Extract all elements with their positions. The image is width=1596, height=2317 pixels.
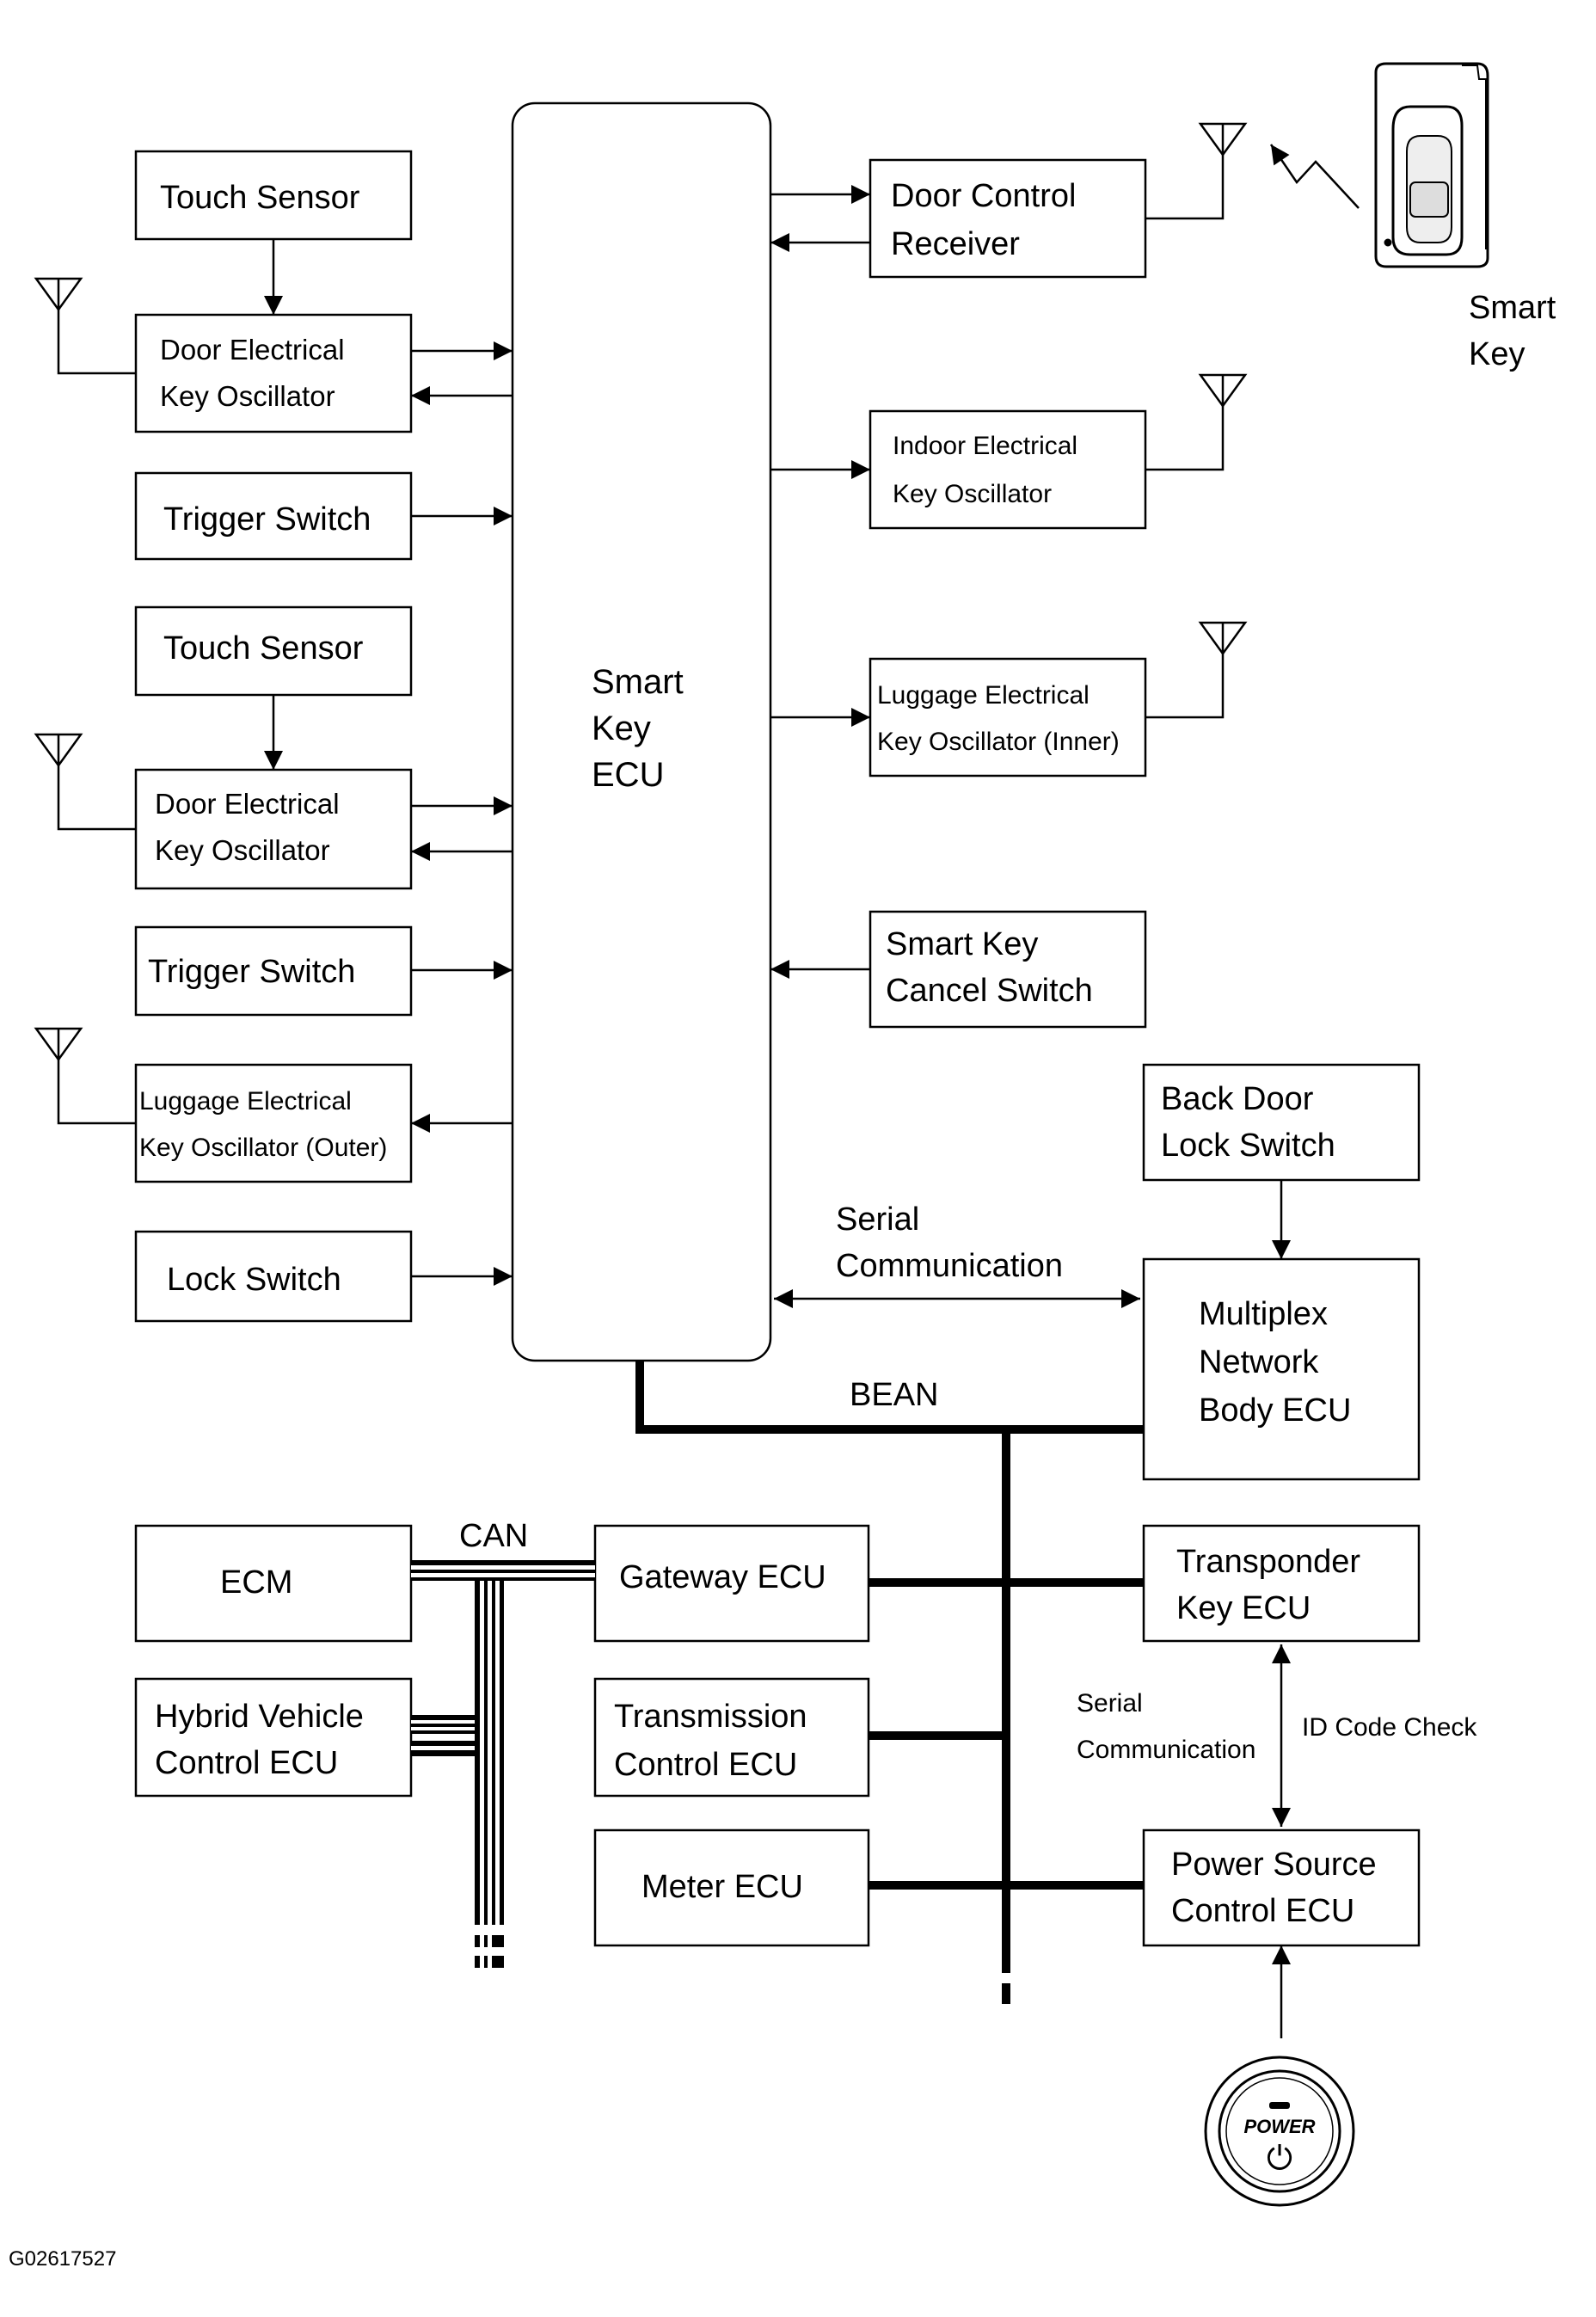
can-bus <box>411 1560 595 1968</box>
ecm-label: ECM <box>220 1564 292 1601</box>
touch-sensor-1-label: Touch Sensor <box>160 180 360 216</box>
multiplex-body-ecu-label-line3: Body ECU <box>1199 1392 1351 1429</box>
lock-switch-label: Lock Switch <box>167 1262 341 1298</box>
power-source-ecu-label-line2: Control ECU <box>1171 1893 1354 1929</box>
transmission-ecu-label-line1: Transmission <box>614 1699 807 1735</box>
serial-communication-upper-line2: Communication <box>836 1248 1063 1284</box>
door-control-receiver-label-line1: Door Control <box>891 178 1076 214</box>
ecm-box <box>134 1524 413 1643</box>
smart-key-ecu-label-line3: ECU <box>592 756 664 794</box>
gateway-ecu-label: Gateway ECU <box>619 1559 826 1595</box>
door-control-receiver-label-line2: Receiver <box>891 226 1020 262</box>
bean-label: BEAN <box>850 1377 938 1413</box>
multiplex-body-ecu-label-line1: Multiplex <box>1199 1296 1328 1332</box>
luggage-oscillator-inner-box <box>869 657 1147 777</box>
hybrid-vehicle-ecu-box <box>134 1677 413 1798</box>
power-source-ecu-label-line1: Power Source <box>1171 1847 1377 1883</box>
luggage-oscillator-outer-label-line1: Luggage Electrical <box>139 1087 352 1115</box>
power-button-label: POWER <box>1243 2116 1315 2137</box>
antenna-icon <box>1198 373 1248 409</box>
cancel-switch-label-line1: Smart Key <box>886 926 1038 962</box>
antenna-line-door1 <box>57 308 136 375</box>
serial-communication-upper-line1: Serial <box>836 1202 919 1238</box>
can-label: CAN <box>459 1518 528 1554</box>
hybrid-vehicle-ecu-label-line1: Hybrid Vehicle <box>155 1699 364 1735</box>
block-labels: Touch Sensor Door Electrical Key Oscilla… <box>139 178 1377 1929</box>
power-symbol-icon: ⏻ <box>1267 2141 1292 2177</box>
antenna-line-door2 <box>57 764 136 831</box>
back-door-lock-switch-label-line2: Lock Switch <box>1161 1128 1335 1164</box>
smart-key-ecu-label-line1: Smart <box>592 663 684 701</box>
bean-bus-ecu-to-multiplex <box>635 1361 1144 1434</box>
indoor-oscillator-label-line2: Key Oscillator <box>893 480 1052 508</box>
connection-labels: Smart Key Serial Communication BEAN CAN … <box>9 290 1556 2271</box>
transmission-ecu-label-line2: Control ECU <box>614 1747 797 1783</box>
transponder-key-ecu-label-line2: Key ECU <box>1176 1590 1311 1626</box>
door-oscillator-2-label-line1: Door Electrical <box>155 788 340 820</box>
antenna-line-indoor <box>1145 404 1225 471</box>
trigger-switch-1-label: Trigger Switch <box>163 501 371 538</box>
antenna-line-luggage-outer <box>57 1058 136 1125</box>
antenna-icon <box>34 277 83 312</box>
figure-id-label: G02617527 <box>9 2247 116 2271</box>
door-oscillator-1-label-line2: Key Oscillator <box>160 380 335 412</box>
smart-key-label-line1: Smart <box>1469 290 1556 326</box>
power-button-icon: POWER ⏻ <box>1204 2056 1355 2207</box>
serial-communication-lower-line1: Serial <box>1077 1689 1143 1718</box>
luggage-oscillator-outer-box <box>134 1063 413 1183</box>
door-oscillator-1-label-line1: Door Electrical <box>160 334 345 366</box>
antenna-icon <box>1198 122 1248 157</box>
id-code-check-label: ID Code Check <box>1302 1713 1477 1742</box>
indoor-oscillator-label-line1: Indoor Electrical <box>893 432 1077 460</box>
antenna-icon <box>1198 621 1248 656</box>
cancel-switch-label-line2: Cancel Switch <box>886 973 1093 1009</box>
luggage-oscillator-outer-label-line2: Key Oscillator (Outer) <box>139 1134 387 1162</box>
meter-ecu-label: Meter ECU <box>641 1869 803 1905</box>
transponder-key-ecu-label-line1: Transponder <box>1176 1544 1360 1580</box>
luggage-oscillator-inner-label-line1: Luggage Electrical <box>877 681 1090 710</box>
trigger-switch-2-label: Trigger Switch <box>148 954 355 990</box>
door-oscillator-2-label-line2: Key Oscillator <box>155 834 330 866</box>
touch-sensor-2-label: Touch Sensor <box>163 630 364 667</box>
multiplex-body-ecu-label-line2: Network <box>1199 1344 1319 1380</box>
hybrid-vehicle-ecu-label-line2: Control ECU <box>155 1745 338 1781</box>
serial-communication-lower-line2: Communication <box>1077 1736 1255 1764</box>
luggage-oscillator-inner-label-line2: Key Oscillator (Inner) <box>877 728 1120 756</box>
smart-key-label-line2: Key <box>1469 336 1525 372</box>
smart-key-ecu-label-line2: Key <box>592 710 651 747</box>
antenna-icon <box>34 733 83 768</box>
smart-key-fob-icon <box>1374 62 1489 268</box>
back-door-lock-switch-label-line1: Back Door <box>1161 1081 1314 1117</box>
antenna-line-receiver <box>1145 153 1225 220</box>
antenna-icon <box>34 1027 83 1062</box>
antenna-line-luggage-inner <box>1145 652 1225 719</box>
radio-signal-icon <box>1269 144 1360 209</box>
door-oscillator-1-box <box>134 313 413 433</box>
indoor-oscillator-box <box>869 409 1147 530</box>
